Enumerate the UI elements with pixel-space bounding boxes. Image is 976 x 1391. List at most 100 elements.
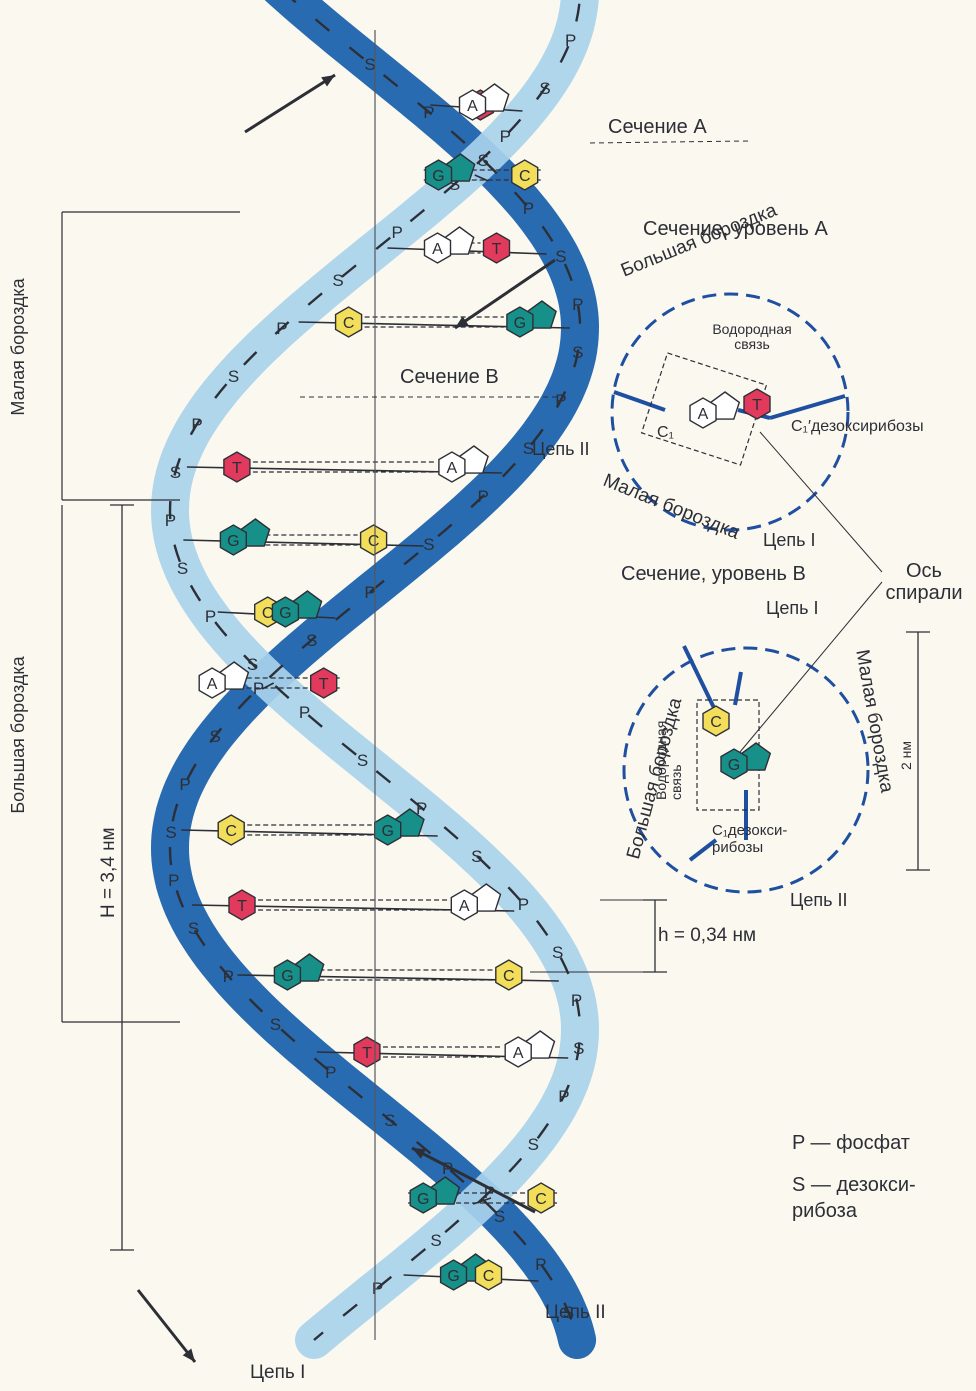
base-letter: C bbox=[483, 1268, 495, 1285]
base-letter: C bbox=[503, 968, 515, 985]
base-letter: T bbox=[319, 676, 329, 693]
left-minor-groove-label: Малая бороздка bbox=[8, 272, 28, 422]
backbone-letter: S bbox=[247, 655, 258, 674]
backbone-letter: P bbox=[555, 391, 566, 410]
base-C: C bbox=[476, 1260, 502, 1290]
base-letter: G bbox=[432, 168, 444, 185]
base-A: A bbox=[690, 392, 739, 428]
backbone-letter: P bbox=[205, 607, 216, 626]
backbone-letter: S bbox=[494, 1207, 505, 1226]
base-T: T bbox=[224, 452, 250, 482]
base-G: G bbox=[274, 954, 323, 990]
legend-phosphate: P — фосфат bbox=[792, 1132, 910, 1155]
backbone-letter: S bbox=[165, 823, 176, 842]
backbone-letter: S bbox=[430, 1231, 441, 1250]
base-A: A bbox=[451, 884, 500, 920]
base-letter: A bbox=[459, 898, 470, 915]
base-letter: A bbox=[207, 676, 218, 693]
base-letter: T bbox=[752, 397, 762, 414]
backbone-letter: S bbox=[471, 847, 482, 866]
base-letter: A bbox=[467, 98, 478, 115]
base-G: G bbox=[507, 301, 556, 337]
backbone-letter: P bbox=[572, 295, 583, 314]
backbone-letter: S bbox=[357, 751, 368, 770]
chain-2-label-a: Цепь II bbox=[532, 439, 589, 460]
backbone-letter: P bbox=[535, 1255, 546, 1274]
backbone-letter: S bbox=[552, 943, 563, 962]
backbone-letter: P bbox=[168, 871, 179, 890]
backbone-letter: P bbox=[523, 199, 534, 218]
base-C: C bbox=[512, 160, 538, 190]
base-letter: G bbox=[281, 968, 293, 985]
base-letter: C bbox=[225, 823, 237, 840]
base-letter: G bbox=[227, 533, 239, 550]
base-letter: C bbox=[368, 533, 380, 550]
base-letter: G bbox=[514, 315, 526, 332]
base-T: T bbox=[311, 668, 337, 698]
chain-1-label-a: Цепь I bbox=[763, 530, 815, 551]
c1-left-label: C₁ bbox=[657, 424, 674, 442]
arrow-strand-1-down bbox=[138, 1290, 195, 1362]
base-C: C bbox=[496, 960, 522, 990]
big-h-label: H = 3,4 нм bbox=[98, 827, 120, 918]
base-pair: GC bbox=[183, 519, 423, 555]
base-C: C bbox=[361, 525, 387, 555]
base-G: G bbox=[375, 809, 424, 845]
backbone-letter: P bbox=[191, 415, 202, 434]
base-T: T bbox=[744, 389, 770, 419]
backbone-letter: S bbox=[306, 631, 317, 650]
backbone-letter: P bbox=[558, 1087, 569, 1106]
base-pair: CG bbox=[299, 301, 570, 337]
backbone-letter: S bbox=[170, 463, 181, 482]
base-C: C bbox=[528, 1183, 554, 1213]
backbone-letter: P bbox=[518, 895, 529, 914]
base-pair: TA bbox=[317, 1031, 568, 1067]
deoxyribose-c1-label-b: C₁дезокси-рибозы bbox=[712, 822, 812, 856]
backbone-letter: S bbox=[478, 151, 489, 170]
section-b-level-title: Сечение, уровень В bbox=[621, 563, 806, 586]
base-letter: G bbox=[381, 823, 393, 840]
backbone-letter: S bbox=[528, 1135, 539, 1154]
base-letter: A bbox=[698, 406, 709, 423]
base-letter: T bbox=[232, 460, 242, 477]
base-letter: A bbox=[513, 1045, 524, 1062]
hbond-label-a: Водородная связь bbox=[697, 322, 807, 352]
backbone-letter: S bbox=[270, 1015, 281, 1034]
sugar-link bbox=[183, 540, 423, 546]
two-nm-label: 2 нм bbox=[898, 741, 914, 770]
base-letter: T bbox=[362, 1045, 372, 1062]
backbone-letter: P bbox=[571, 991, 582, 1010]
backbone-letter: S bbox=[228, 367, 239, 386]
section-a-line bbox=[590, 141, 748, 143]
backbone-letter: P bbox=[299, 703, 310, 722]
base-letter: G bbox=[417, 1191, 429, 1208]
helix-axis-label: Ось спирали bbox=[879, 560, 969, 604]
base-letter: C bbox=[535, 1191, 547, 1208]
base-letter: C bbox=[710, 714, 722, 731]
base-letter: G bbox=[447, 1268, 459, 1285]
chain-2-bottom-label: Цепь II bbox=[545, 1302, 606, 1324]
backbone-letter: P bbox=[372, 1279, 383, 1298]
base-G: G bbox=[220, 519, 269, 555]
legend-deoxyribose: S — дезокси-рибоза bbox=[792, 1172, 962, 1224]
backbone-letter: P bbox=[478, 487, 489, 506]
backbone-letter: P bbox=[179, 775, 190, 794]
deoxyribose-c1-label-a: C₁′дезоксирибозы bbox=[791, 418, 924, 436]
base-pair: GC bbox=[237, 954, 558, 990]
minor-groove-bracket bbox=[62, 212, 240, 500]
chain-1-label-b: Цепь I bbox=[766, 598, 818, 619]
backbone-letter: S bbox=[210, 727, 221, 746]
backbone-letter: S bbox=[423, 535, 434, 554]
base-letter: G bbox=[728, 757, 740, 774]
small-h-label: h = 0,34 нм bbox=[658, 925, 756, 947]
backbone-letter: S bbox=[384, 1111, 395, 1130]
base-letter: T bbox=[492, 241, 502, 258]
base-A: A bbox=[425, 227, 474, 263]
chain-2-label-b: Цепь II bbox=[790, 890, 847, 911]
arrow-strand-1-up bbox=[245, 75, 335, 132]
backbone-letter: S bbox=[177, 559, 188, 578]
base-T: T bbox=[484, 233, 510, 263]
